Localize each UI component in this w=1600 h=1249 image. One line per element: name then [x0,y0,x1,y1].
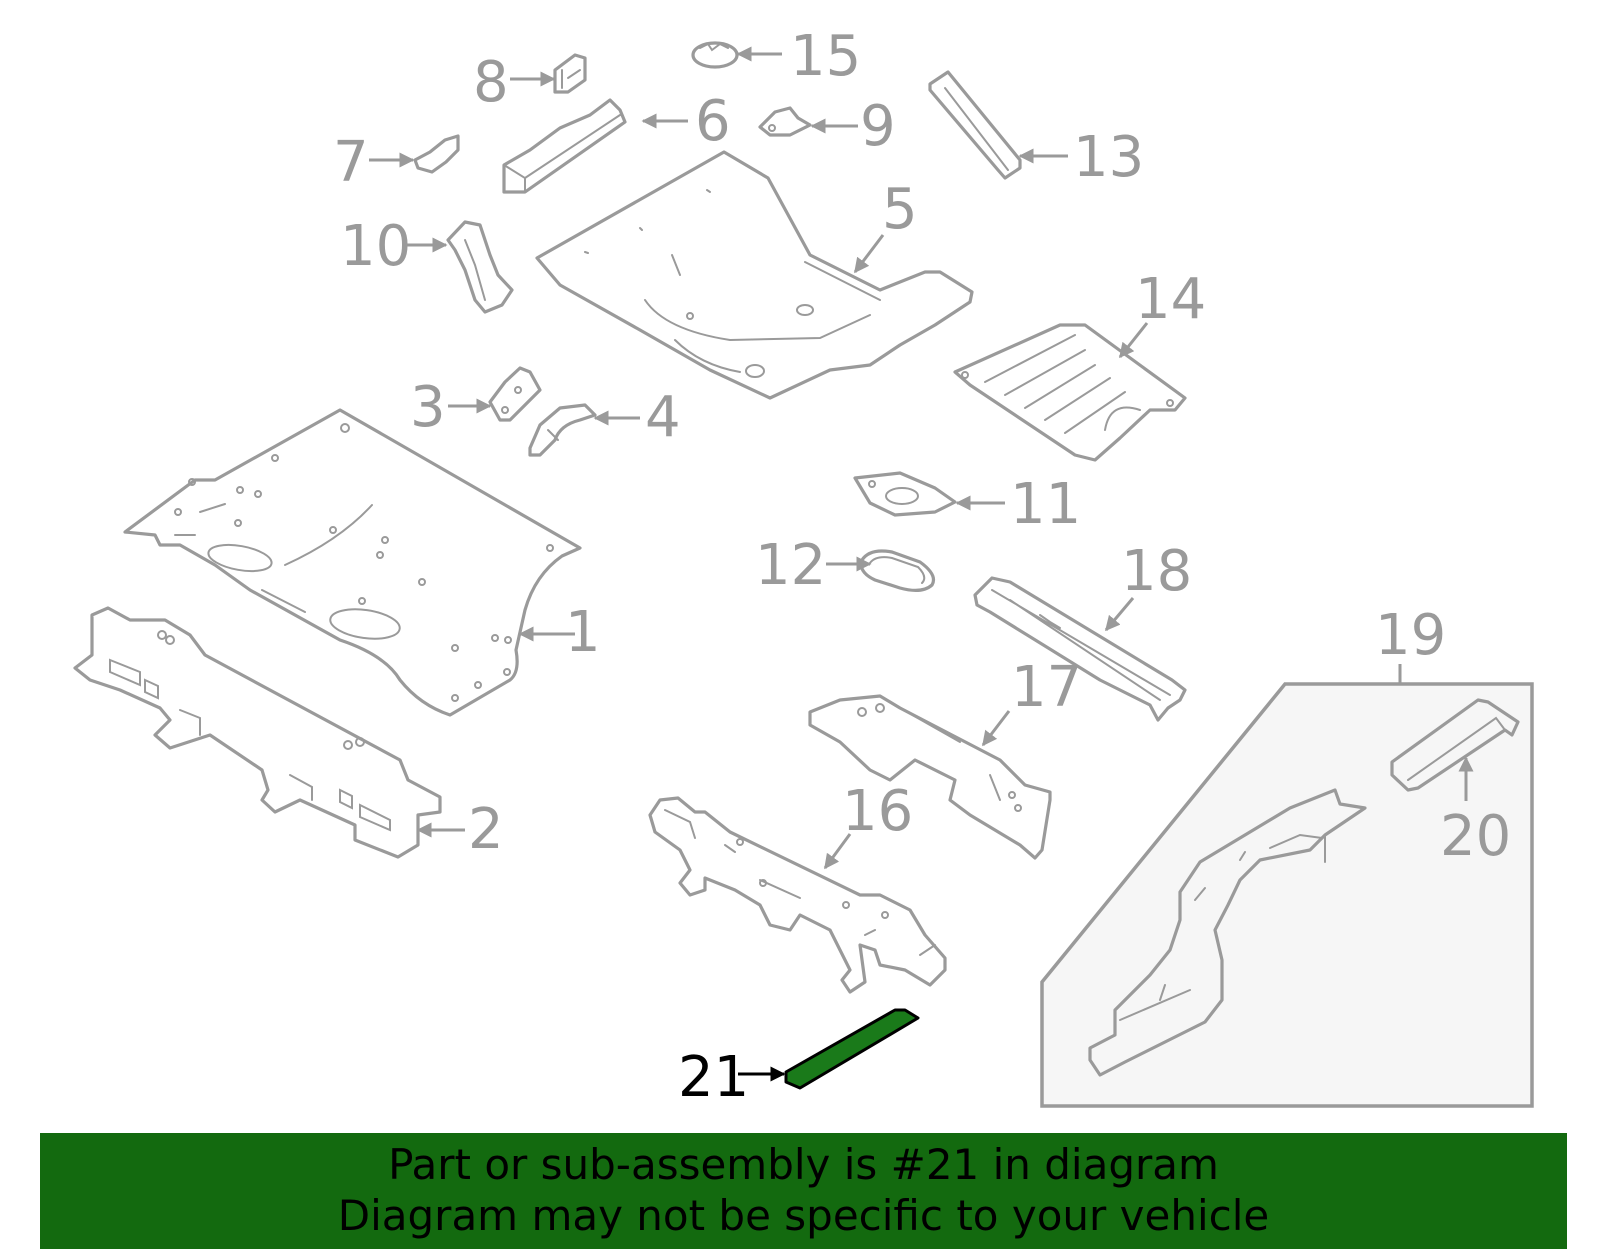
part-6-panel [502,98,627,194]
callout-17: 17 [1011,655,1082,720]
part-14-panel [953,323,1187,462]
callout-4: 4 [645,385,681,450]
inset-19-box [1040,682,1534,1108]
part-2-cross-member [73,606,442,859]
banner-line-2: Diagram may not be specific to your vehi… [337,1191,1270,1240]
callout-21: 21 [678,1045,749,1110]
callout-13: 13 [1073,125,1144,190]
banner-line-1: Part or sub-assembly is #21 in diagram [388,1140,1219,1189]
part-7-bracket [413,134,460,174]
callout-12: 12 [755,533,826,598]
part-9-bracket [758,106,812,137]
part-4-bracket [528,403,597,457]
part-12-grommet [859,549,936,592]
part-13-rail [928,70,1022,180]
part-8-bracket [553,53,587,94]
part-17-reinforcement [808,694,1052,860]
part-5-floor-pan-upper [535,150,974,400]
part-10-bracket [446,220,514,314]
callout-15: 15 [790,24,861,89]
part-11-plate [853,471,957,517]
callout-labels: 1 2 3 4 5 6 7 8 9 10 11 12 13 14 15 16 1… [333,24,1511,1110]
callout-8: 8 [473,50,509,115]
callout-11: 11 [1010,472,1081,537]
part-21-highlighted[interactable] [784,1008,920,1090]
callout-5: 5 [882,177,918,242]
part-18-rail [973,576,1187,722]
callout-9: 9 [860,94,896,159]
callout-10: 10 [340,214,411,279]
part-15-plug [691,41,739,69]
callout-3: 3 [410,375,446,440]
callout-20: 20 [1440,804,1511,869]
callout-6: 6 [695,89,731,154]
callout-16: 16 [842,779,913,844]
leader-lines [369,46,1474,1082]
part-3-bracket [488,366,542,422]
callout-1: 1 [565,600,601,665]
callout-7: 7 [333,130,369,195]
part-20-rail [1390,698,1520,792]
part-16-cross-member [648,796,947,994]
callout-18: 18 [1121,539,1192,604]
info-banner: Part or sub-assembly is #21 in diagram D… [40,1133,1567,1249]
part-1-floor-pan [123,408,582,717]
callout-2: 2 [468,797,504,862]
part-19-side-member [1088,788,1367,1077]
callout-19: 19 [1375,603,1446,668]
callout-14: 14 [1135,267,1206,332]
